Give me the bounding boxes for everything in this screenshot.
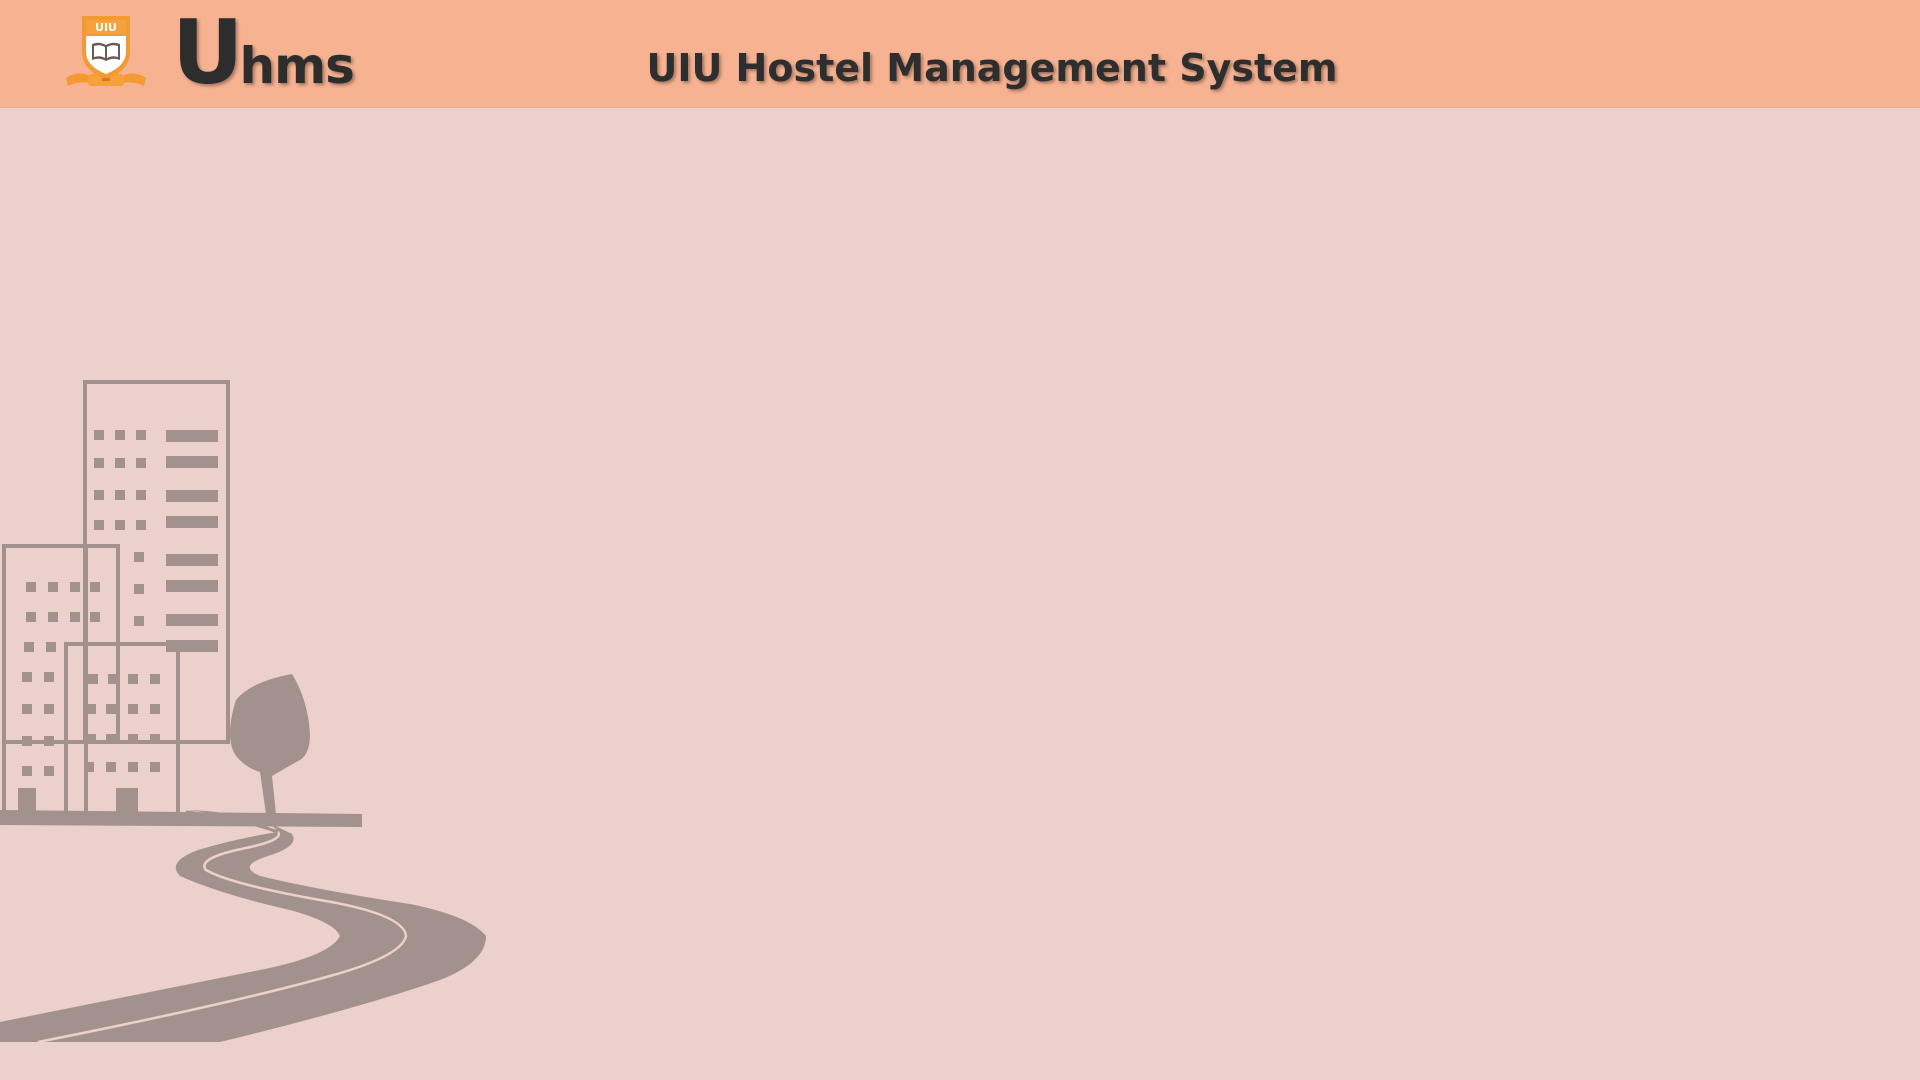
university-crest-icon: UIU (66, 16, 146, 86)
svg-text:UIU: UIU (95, 21, 117, 34)
app-wordmark: U hms (172, 1, 355, 104)
main-content (0, 108, 1920, 1080)
wordmark-initial: U (172, 1, 243, 104)
page-title-text: UIU Hostel Management System (646, 46, 1338, 90)
city-buildings-road-illustration (0, 380, 486, 1044)
wordmark-rest: hms (239, 37, 354, 95)
logo[interactable]: UIU U hms (64, 1, 355, 104)
app-header: UIU U hms UIU Hostel Management System (0, 0, 1920, 108)
